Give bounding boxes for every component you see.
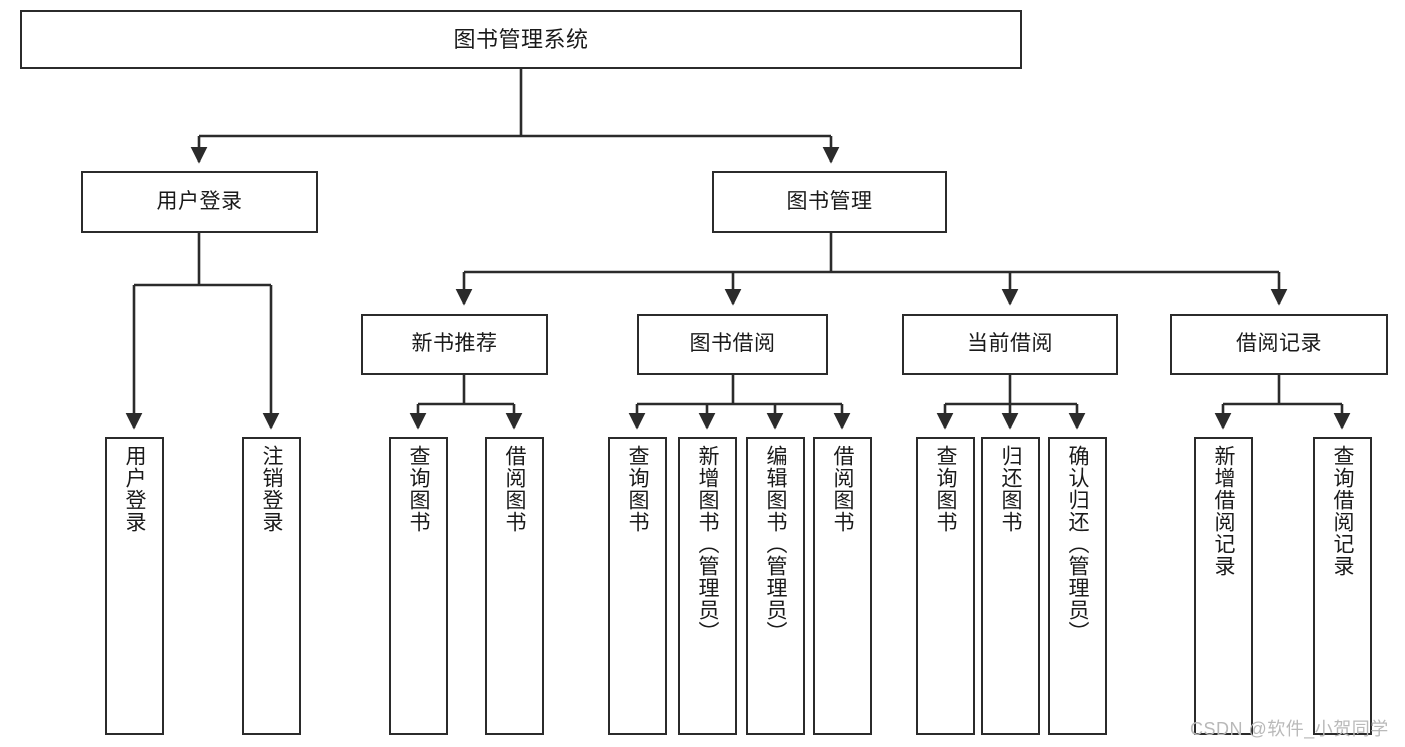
leaf-query-record[interactable]: 查询借阅记录 bbox=[1313, 437, 1372, 735]
node-book-manage[interactable]: 图书管理 bbox=[712, 171, 947, 233]
node-label: 查询图书 bbox=[934, 445, 958, 533]
node-current-borrow[interactable]: 当前借阅 bbox=[902, 314, 1118, 375]
node-label: 新增借阅记录 bbox=[1212, 445, 1236, 577]
leaf-borrow-book-2[interactable]: 借阅图书 bbox=[813, 437, 872, 735]
node-label: 编辑图书（管理员） bbox=[764, 445, 788, 643]
node-user-login[interactable]: 用户登录 bbox=[81, 171, 318, 233]
node-new-book-recommend[interactable]: 新书推荐 bbox=[361, 314, 548, 375]
leaf-return-book[interactable]: 归还图书 bbox=[981, 437, 1040, 735]
node-label: 图书借阅 bbox=[689, 332, 776, 356]
node-label: 归还图书 bbox=[999, 445, 1023, 533]
leaf-query-book-2[interactable]: 查询图书 bbox=[608, 437, 667, 735]
node-book-borrow[interactable]: 图书借阅 bbox=[637, 314, 828, 375]
leaf-add-book[interactable]: 新增图书（管理员） bbox=[678, 437, 737, 735]
leaf-add-record[interactable]: 新增借阅记录 bbox=[1194, 437, 1253, 735]
node-label: 查询图书 bbox=[626, 445, 650, 533]
node-label: 借阅记录 bbox=[1236, 332, 1322, 356]
node-label: 借阅图书 bbox=[831, 445, 855, 533]
node-label: 借阅图书 bbox=[503, 445, 527, 533]
node-label: 新增图书（管理员） bbox=[696, 445, 720, 643]
node-label: 确认归还（管理员） bbox=[1066, 445, 1090, 643]
leaf-edit-book[interactable]: 编辑图书（管理员） bbox=[746, 437, 805, 735]
leaf-user-login[interactable]: 用户登录 bbox=[105, 437, 164, 735]
node-borrow-record[interactable]: 借阅记录 bbox=[1170, 314, 1388, 375]
node-label: 新书推荐 bbox=[411, 332, 498, 356]
node-label: 查询借阅记录 bbox=[1331, 445, 1355, 577]
leaf-query-book-1[interactable]: 查询图书 bbox=[389, 437, 448, 735]
node-root-book-management-system[interactable]: 图书管理系统 bbox=[20, 10, 1022, 69]
leaf-confirm-return[interactable]: 确认归还（管理员） bbox=[1048, 437, 1107, 735]
node-label: 当前借阅 bbox=[967, 332, 1053, 356]
node-label: 图书管理 bbox=[786, 189, 873, 213]
leaf-query-book-3[interactable]: 查询图书 bbox=[916, 437, 975, 735]
node-label: 用户登录 bbox=[156, 189, 243, 213]
leaf-borrow-book-1[interactable]: 借阅图书 bbox=[485, 437, 544, 735]
leaf-logout[interactable]: 注销登录 bbox=[242, 437, 301, 735]
node-label: 用户登录 bbox=[123, 445, 147, 533]
node-label: 注销登录 bbox=[260, 445, 284, 533]
node-label: 图书管理系统 bbox=[453, 26, 589, 52]
node-label: 查询图书 bbox=[407, 445, 431, 533]
